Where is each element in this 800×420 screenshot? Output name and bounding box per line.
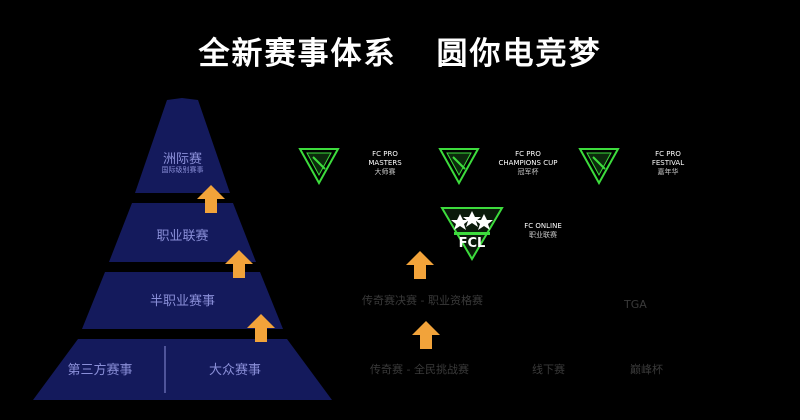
- masters-logo-icon: [298, 148, 340, 185]
- page-title: 全新赛事体系 圆你电竞梦: [0, 28, 800, 73]
- fcl-label: FC ONLINE 职业联赛: [524, 222, 562, 239]
- up-arrow-icon: [247, 314, 275, 342]
- mass-item-3-label: 巅峰杯: [630, 363, 663, 376]
- up-arrow-icon: [197, 185, 225, 213]
- up-arrow-icon: [406, 251, 434, 279]
- tier-2-label: 职业联赛: [156, 229, 209, 244]
- fcl-logo-text: FCL: [458, 236, 486, 251]
- title-right: 圆你电竞梦: [436, 36, 602, 72]
- semi-pro-main-label: 传奇赛决赛 - 职业资格赛: [362, 294, 483, 307]
- tier-4-right-label: 大众赛事: [208, 363, 261, 378]
- fcl-logo-icon: [440, 207, 504, 261]
- up-arrow-icon: [412, 321, 440, 349]
- mass-item-1-label: 传奇赛 - 全民挑战赛: [370, 363, 469, 376]
- champions-logo-icon: [438, 148, 480, 185]
- festival-label: FC PRO FESTIVAL 嘉年华: [651, 150, 685, 176]
- champions-cup-label: FC PRO CHAMPIONS CUP 冠军杯: [498, 150, 558, 176]
- pyramid-tier-1: [135, 100, 230, 193]
- pyramid-tier-1-top: [167, 98, 198, 100]
- title-left: 全新赛事体系: [198, 36, 397, 72]
- pyramid-tier-3: [82, 272, 283, 329]
- up-arrow-icon: [225, 250, 253, 278]
- tier-4-left-label: 第三方赛事: [67, 363, 133, 378]
- tier-1-sublabel: 国际级别赛事: [161, 166, 204, 174]
- pyramid-tier-2: [109, 203, 256, 262]
- mass-item-2-label: 线下赛: [532, 363, 565, 376]
- tier-3-label: 半职业赛事: [149, 294, 215, 309]
- festival-logo-icon: [578, 148, 620, 185]
- pyramid-tier-4: [33, 339, 332, 400]
- semi-pro-side-label: TGA: [624, 298, 647, 311]
- masters-label: FC PRO MASTERS 大师赛: [368, 150, 402, 176]
- tier-1-label: 洲际赛: [162, 152, 202, 167]
